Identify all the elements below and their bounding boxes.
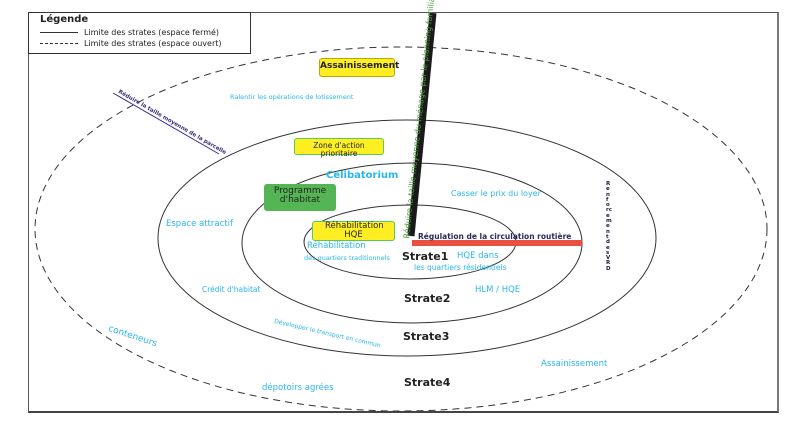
label-hlm: HLM / HQE — [475, 285, 521, 295]
diagram-frame — [28, 12, 779, 413]
label-rehab2: des quartiers traditionnels — [304, 254, 390, 262]
legend-closed: Limite des strates (espace fermé) — [40, 28, 219, 37]
dashed-line-swatch — [40, 43, 78, 44]
legend-closed-label: Limite des strates (espace fermé) — [84, 28, 220, 37]
rehabilitation-hqe-box: Réhabilitation HQE — [312, 221, 395, 241]
label-celibatorium: Célibatorium — [326, 170, 399, 181]
strate1-label: Strate1 — [402, 250, 449, 263]
strate4-label: Strate4 — [404, 376, 451, 389]
label-hqe1: HQE dans — [457, 251, 499, 261]
legend-open-label: Limite des strates (espace ouvert) — [84, 39, 222, 48]
programme-habitat-box: Programme d'habitat — [264, 184, 336, 211]
zone-action-box: Zone d'action prioritaire — [294, 138, 384, 157]
label-espace: Espace attractif — [166, 219, 233, 229]
label-rehab1: Réhabilitation — [307, 241, 366, 251]
strate2-label: Strate2 — [404, 292, 451, 305]
strate3-label: Strate3 — [403, 330, 450, 343]
label-assainissement: Assainissement — [541, 359, 608, 369]
label-credit: Crédit d'habitat — [202, 285, 261, 294]
legend-open: Limite des strates (espace ouvert) — [40, 39, 222, 48]
label-hqe2: les quartiers résidentiels — [414, 263, 507, 272]
strate4-boundary-open — [34, 46, 768, 412]
solid-line-swatch — [40, 32, 78, 33]
legend-title: Légende — [40, 14, 89, 25]
red-bar — [412, 240, 582, 246]
label-casser: Casser le prix du loyer — [451, 189, 541, 198]
parcelle-line — [112, 92, 220, 155]
label-regulation: Régulation de la circulation routière — [418, 232, 572, 241]
label-vrd: Renforcement des VRD — [606, 181, 612, 272]
label-depotoirs: dépotoirs agrées — [262, 383, 334, 393]
strate3-boundary — [157, 119, 657, 357]
black-bar — [407, 12, 437, 237]
legend: Légende Limite des strates (espace fermé… — [28, 12, 251, 54]
assainissement-box: Assainissement — [319, 58, 399, 77]
label-ralentir: Ralentir les opérations de lotissement — [230, 93, 354, 101]
